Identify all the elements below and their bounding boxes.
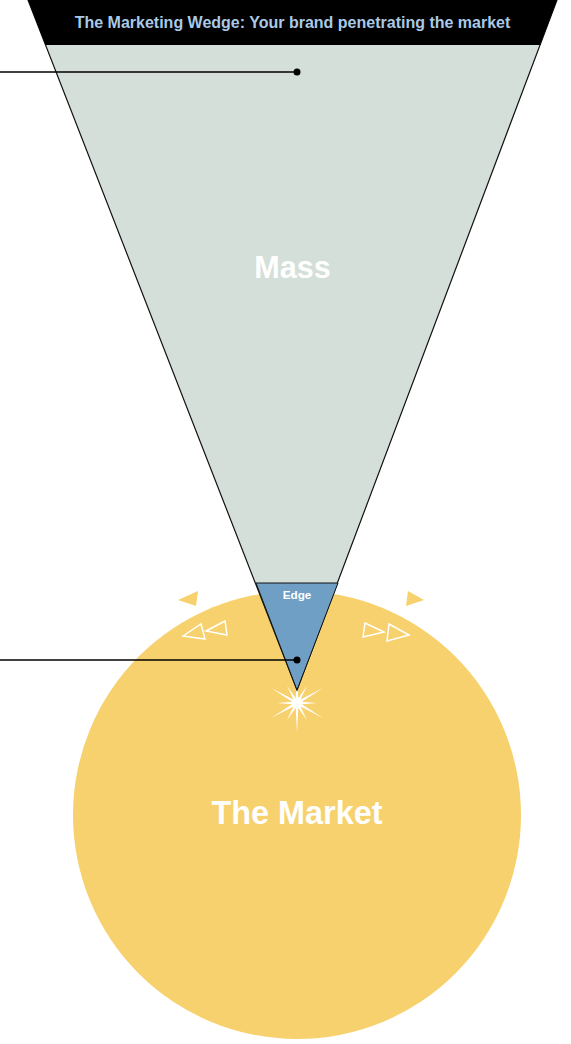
fragment-shard <box>406 591 424 606</box>
impact-burst <box>271 673 323 733</box>
fragment-shard <box>387 624 409 641</box>
leader-dot <box>294 69 301 76</box>
region-label: The Market <box>73 795 521 832</box>
market-disc <box>73 591 521 1039</box>
region-label: Edge <box>256 588 338 601</box>
mass-wedge: MassEdge <box>28 0 557 690</box>
diagram-title: The Marketing Wedge: Your brand penetrat… <box>28 0 557 45</box>
leader-line <box>0 71 297 72</box>
edge-region: Edge <box>256 583 338 690</box>
wedge-body <box>28 0 557 690</box>
leader-dot <box>294 657 301 664</box>
fragment-shard <box>363 623 384 637</box>
fragment-shard <box>206 621 227 635</box>
fragment-shard <box>178 591 198 606</box>
fragment-shard <box>360 605 383 617</box>
fragment-shard <box>183 624 205 639</box>
fragment-shard <box>210 604 233 615</box>
region-label: Mass <box>28 250 557 285</box>
wedge-top-band <box>28 0 557 45</box>
